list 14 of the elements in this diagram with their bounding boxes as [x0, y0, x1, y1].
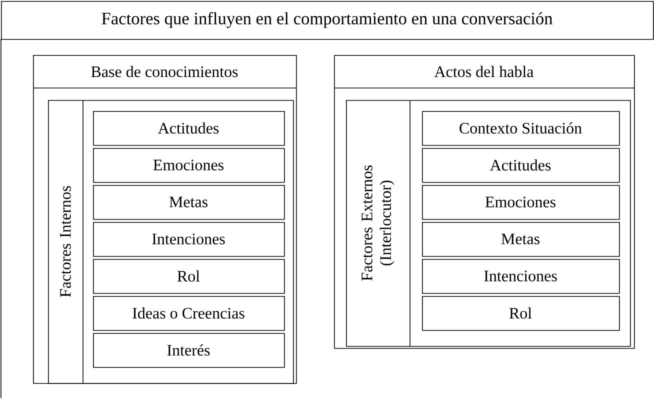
item-box: Intenciones [422, 259, 620, 294]
title-box: Factores que influyen en el comportamiento en una conversación [1, 1, 654, 40]
item-box: Emociones [422, 185, 620, 220]
item-box: Intenciones [93, 222, 285, 257]
item-box: Metas [422, 222, 620, 257]
item-box: Actitudes [93, 111, 285, 146]
item-box: Contexto Situación [422, 111, 620, 146]
item-box: Rol [93, 259, 285, 294]
item-box: Actitudes [422, 148, 620, 183]
item-box: Metas [93, 185, 285, 220]
item-box: Ideas o Creencias [93, 296, 285, 331]
item-box: Emociones [93, 148, 285, 183]
item-box: Rol [422, 296, 620, 331]
item-box: Interés [93, 333, 285, 368]
